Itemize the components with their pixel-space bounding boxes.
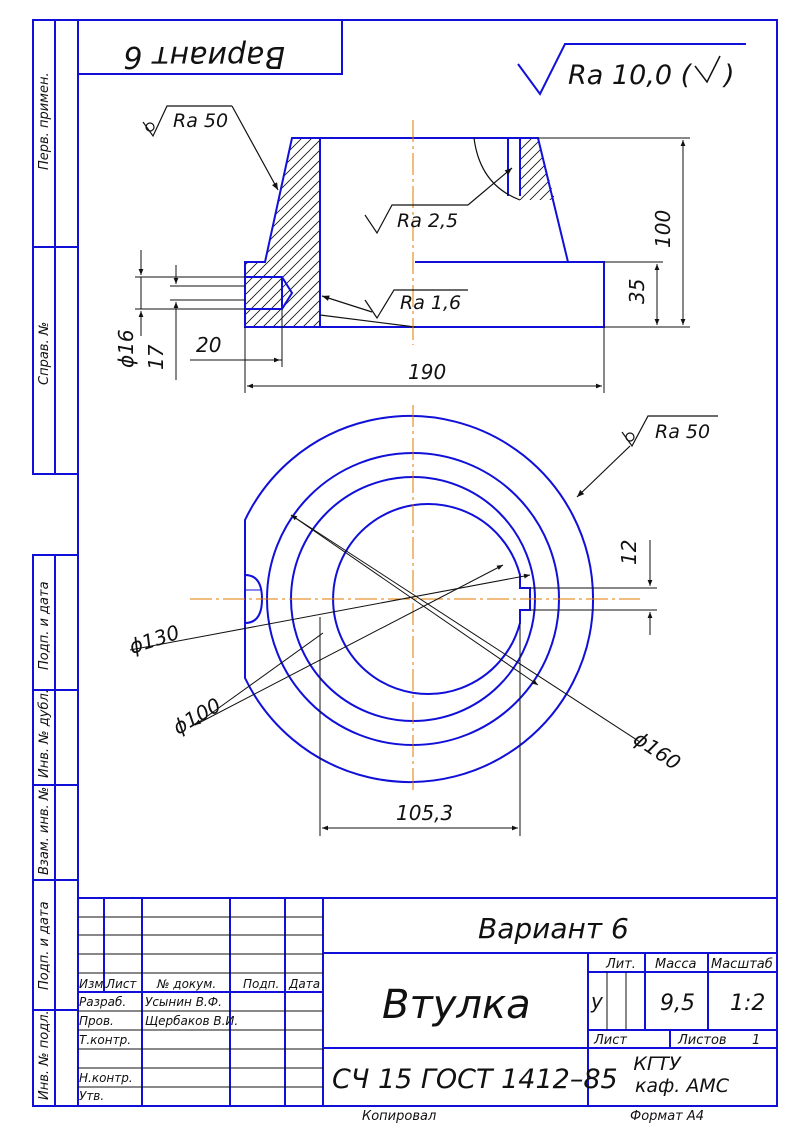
- tb-part-name: Втулка: [382, 982, 531, 1028]
- tb-copied: Копировал: [362, 1109, 436, 1124]
- label-sprav-no: Справ. №: [37, 322, 52, 385]
- tb-sheets-label: Листов: [677, 1033, 727, 1048]
- tb-row-razrab: Разраб.: [79, 995, 126, 1009]
- top-view: ϕ130 ϕ100 ϕ160 12 105,3 Ra 50: [126, 405, 718, 836]
- tb-row-tkontr: Т.контр.: [79, 1033, 131, 1047]
- roughness-keyway-text: Ra 2,5: [397, 210, 458, 232]
- title-block: Вариант 6 Втулка СЧ 15 ГОСТ 1412–85 КГТУ…: [78, 897, 777, 1124]
- tb-sheet-label: Лист: [593, 1033, 627, 1048]
- dim-hole-17: [170, 265, 245, 380]
- mirrored-variant-stamp: Вариант 6: [77, 19, 343, 75]
- dim-hole-dia-text: ϕ16: [114, 329, 138, 368]
- tb-format: Формат А4: [630, 1109, 704, 1124]
- roughness-keyway: [364, 167, 513, 235]
- roughness-rim: [576, 415, 718, 498]
- tb-row-prov: Пров.: [79, 1014, 114, 1028]
- dim-hole-depth-20: [190, 309, 283, 367]
- tb-variant: Вариант 6: [478, 912, 629, 945]
- tb-scale-value: 1:2: [730, 991, 765, 1016]
- dim-height-total: [538, 137, 690, 328]
- dim-key-105: [319, 617, 521, 836]
- dim-height-flange-text: 35: [625, 279, 649, 304]
- section-view: Ra 50 Ra 2,5 Ra 1,6 100 35: [114, 105, 690, 393]
- dim-130-text: ϕ130: [126, 620, 182, 659]
- dim-height-flange: [604, 261, 663, 325]
- dim-key-12-text: 12: [617, 540, 641, 565]
- leader-130: [129, 573, 531, 651]
- tb-col-list: Лист: [105, 977, 137, 991]
- leader-160: [290, 514, 641, 743]
- tb-scale-label: Масштаб: [711, 957, 773, 972]
- label-podp-data-1: Подп. и дата: [37, 581, 52, 670]
- roughness-bore: [321, 289, 468, 320]
- hatch-right-wall: [520, 138, 555, 200]
- label-vzam-inv: Взам. инв. №: [37, 787, 52, 875]
- dim-100-text: ϕ100: [169, 693, 225, 739]
- tb-sheets-value: 1: [752, 1033, 760, 1048]
- general-roughness: Ra 10,0 ( ): [517, 43, 746, 96]
- dim-hole-depth-20-text: 20: [196, 333, 221, 357]
- tb-col-podp: Подп.: [243, 977, 279, 991]
- roughness-bore-text: Ra 1,6: [400, 292, 461, 314]
- general-roughness-text: Ra 10,0 (: [568, 60, 693, 91]
- label-inv-podl: Инв. № подл.: [37, 1010, 52, 1100]
- tb-col-izm: Изм.: [79, 977, 107, 991]
- leader-100: [194, 564, 504, 726]
- tb-mass-value: 9,5: [660, 991, 695, 1016]
- bore-keyway: [332, 503, 531, 695]
- dim-width-total-text: 190: [408, 360, 446, 384]
- dim-hole-17-text: 17: [144, 344, 168, 370]
- side-column-labels: Перв. примен. Справ. № Подп. и дата Инв.…: [37, 72, 52, 1100]
- dim-hole-dia: [135, 250, 245, 336]
- tb-lit-label: Лит.: [605, 957, 636, 972]
- tb-col-data: Дата: [288, 977, 320, 991]
- general-roughness-close: ): [722, 60, 735, 91]
- tb-material: СЧ 15 ГОСТ 1412–85: [332, 1064, 618, 1095]
- variant-stamp-text: Вариант 6: [123, 39, 285, 74]
- dim-key-12: [530, 540, 657, 635]
- hatch-left-wall: [245, 138, 320, 327]
- roughness-outer: [142, 105, 279, 191]
- tb-org-2: каф. АМС: [635, 1075, 730, 1097]
- sheet-frame: [32, 19, 778, 1107]
- dim-160-text: ϕ160: [629, 726, 685, 775]
- tb-mass-label: Масса: [655, 957, 696, 972]
- tb-col-docum: № докум.: [156, 977, 216, 991]
- label-inv-dubl: Инв. № дубл.: [37, 689, 52, 778]
- tb-org-1: КГТУ: [633, 1053, 682, 1075]
- tb-row-nkontr: Н.контр.: [79, 1071, 133, 1085]
- roughness-outer-text: Ra 50: [173, 110, 228, 132]
- tb-lit-value: у: [590, 989, 604, 1013]
- tb-prov-name: Щербаков В.И.: [145, 1014, 238, 1028]
- dim-height-total-text: 100: [651, 210, 675, 248]
- label-podp-data-2: Подп. и дата: [37, 901, 52, 990]
- dim-key-105-text: 105,3: [396, 801, 453, 825]
- tb-razrab-name: Усынин В.Ф.: [145, 995, 222, 1009]
- label-perv-primen: Перв. примен.: [37, 72, 52, 170]
- outer-rim: [244, 415, 595, 783]
- tb-row-utv: Утв.: [79, 1089, 104, 1103]
- roughness-rim-text: Ra 50: [655, 421, 710, 443]
